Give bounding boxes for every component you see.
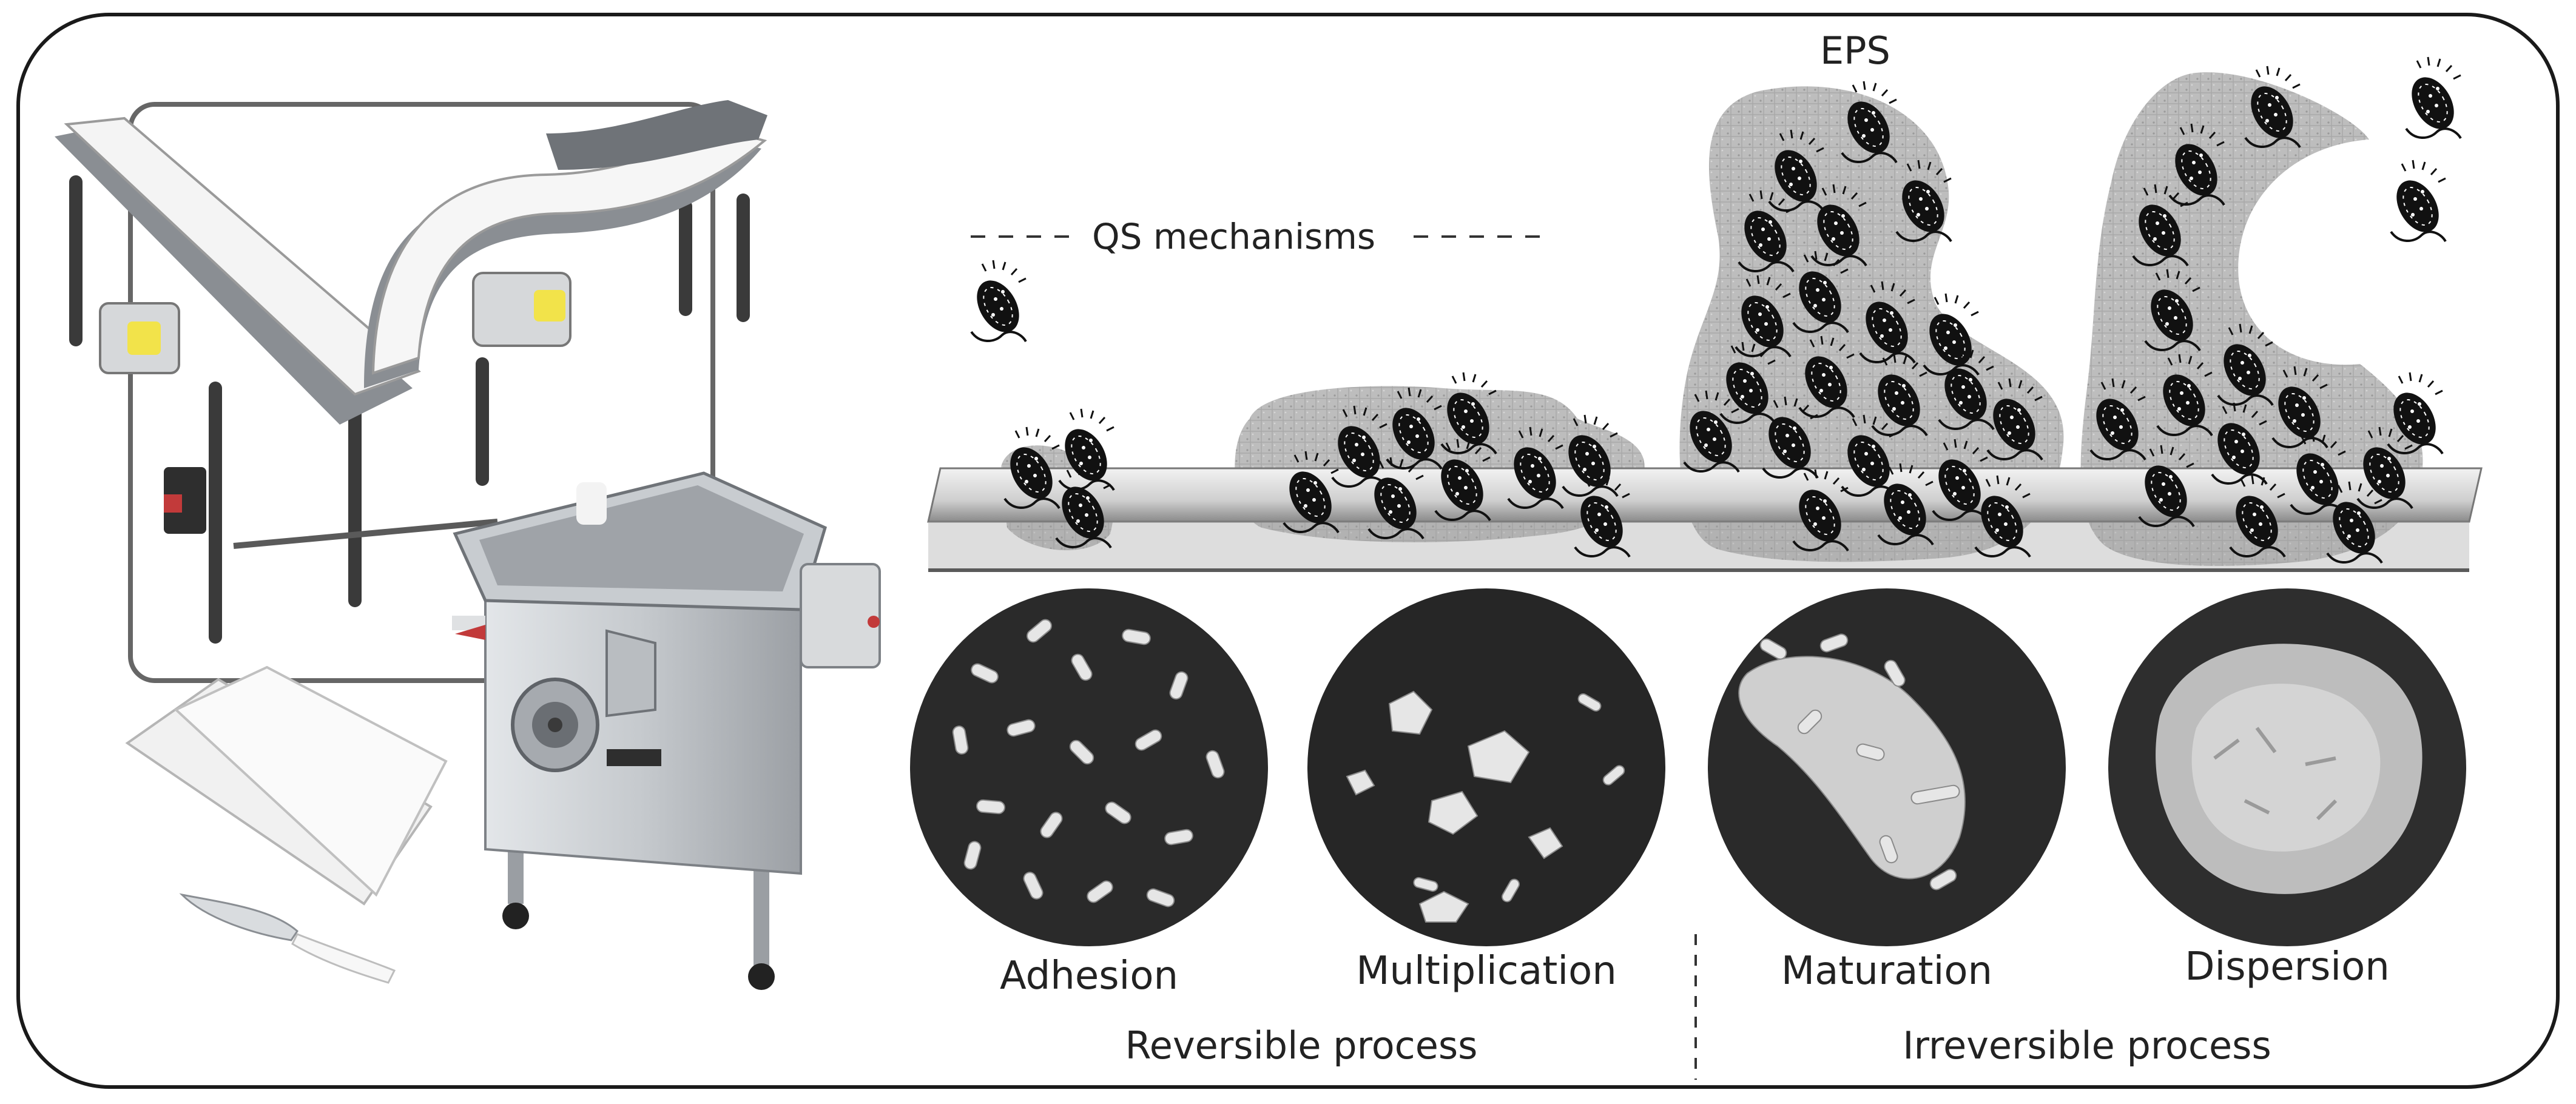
qs-mechanisms-annotation: QS mechanisms [971, 216, 1541, 257]
stage-label-maturation: Maturation [1781, 949, 1992, 994]
conveyor-belt-icon [55, 100, 767, 644]
micrograph-adhesion [910, 588, 1268, 946]
micrographs [910, 588, 2466, 946]
eps-label: EPS [1820, 29, 1890, 73]
micrograph-dispersion [2108, 588, 2466, 946]
meat-grinder-icon [452, 471, 881, 990]
stage-label-multiplication: Multiplication [1356, 949, 1617, 994]
cutting-board-icon [125, 665, 448, 906]
reversible-process-label: Reversible process [1125, 1023, 1478, 1068]
stage-label-adhesion: Adhesion [1000, 954, 1178, 998]
micrograph-multiplication [1307, 588, 1665, 946]
stage-label-dispersion: Dispersion [2185, 944, 2390, 989]
knife-icon [179, 893, 396, 984]
equipment-photos [55, 100, 881, 990]
qs-mechanisms-label: QS mechanisms [1092, 216, 1375, 257]
stage-labels: Adhesion Multiplication Maturation Dispe… [1000, 944, 2390, 998]
micrograph-maturation [1708, 588, 2066, 946]
irreversible-process-label: Irreversible process [1903, 1023, 2271, 1068]
